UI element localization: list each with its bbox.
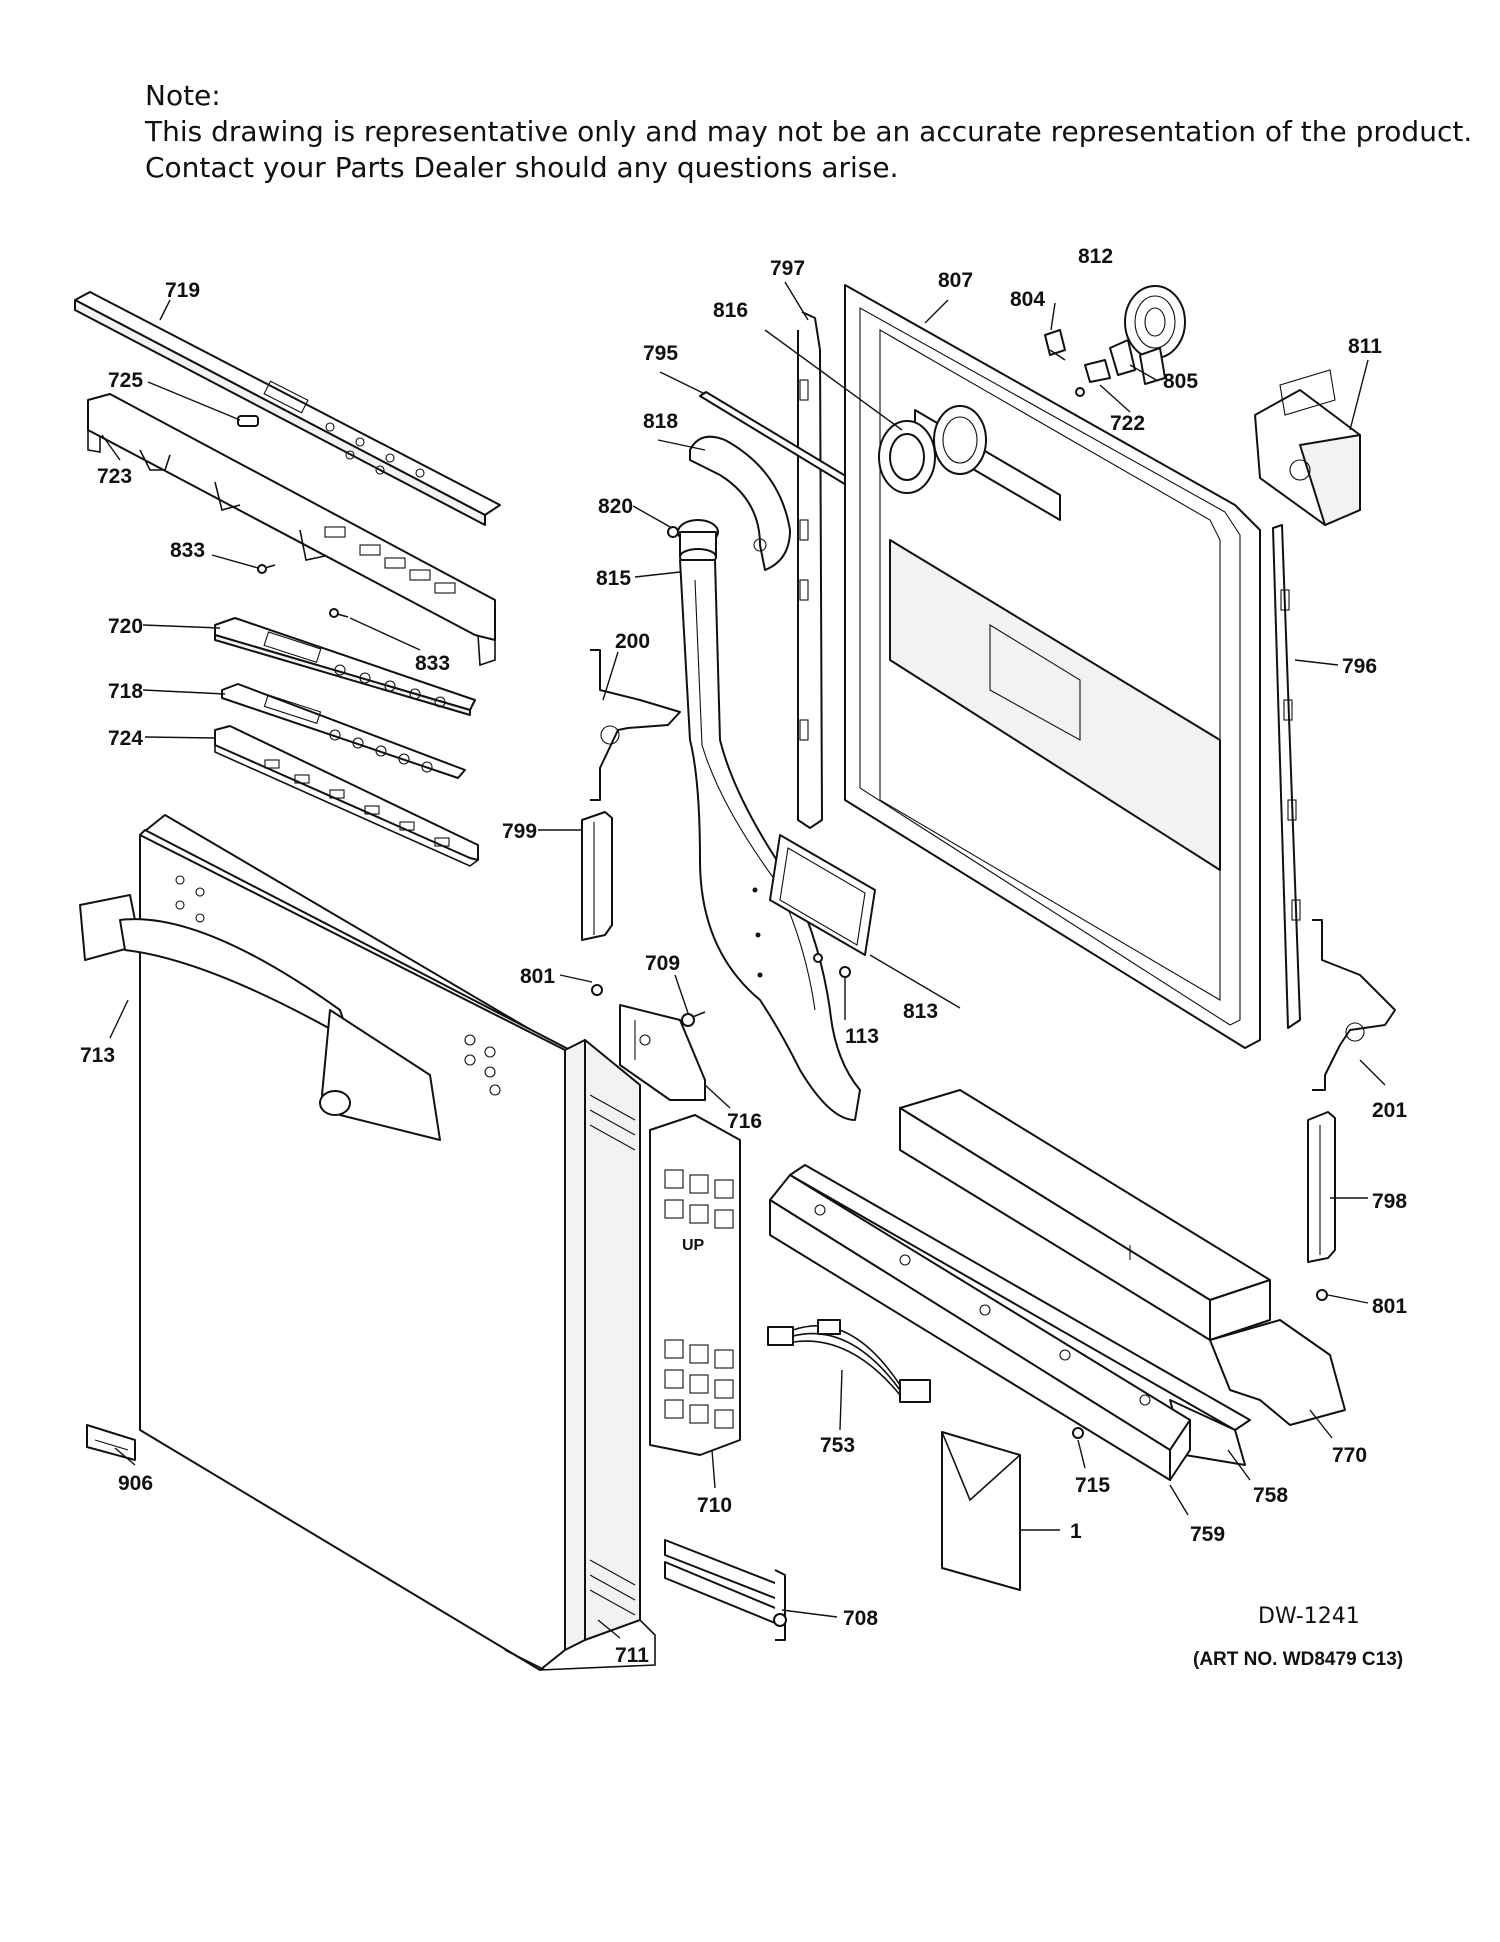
part-833-screw-a: [257, 564, 276, 574]
part-805-fan-bracket: [1109, 339, 1166, 385]
part-815-vent-channel: [679, 559, 861, 1121]
spacer-up-stamp: UP: [682, 1237, 705, 1254]
part-710-counterweight-spacer: [649, 1114, 741, 1456]
callout-759: 759: [1190, 1523, 1225, 1546]
callout-796: 796: [1342, 655, 1377, 678]
callout-798: 798: [1372, 1190, 1407, 1213]
callout-1: 1: [1070, 1520, 1082, 1543]
part-715-screw: [1072, 1427, 1084, 1439]
part-799-hinge-bracket: [581, 811, 613, 941]
art-number: (ART NO. WD8479 C13): [1193, 1649, 1403, 1670]
callout-720: 720: [108, 615, 143, 638]
callout-722: 722: [1110, 412, 1145, 435]
leader-lines: [101, 281, 1386, 1639]
part-711-outer-door-panel: [139, 814, 656, 1671]
callout-795: 795: [643, 342, 678, 365]
note-line-1: This drawing is representative only and …: [145, 115, 1473, 148]
part-709-screw: [681, 1011, 706, 1027]
part-811-dispenser: [1254, 369, 1361, 526]
part-723-control-panel-frame: [87, 393, 496, 667]
callout-816: 816: [713, 299, 748, 322]
part-722-bracket-and-screw: [1075, 359, 1111, 397]
part-798-hinge-bracket-right: [1307, 1111, 1336, 1263]
part-724-board-housing: [214, 725, 479, 867]
callout-811: 811: [1348, 335, 1382, 358]
callout-804: 804: [1010, 288, 1045, 311]
callout-716: 716: [727, 1110, 762, 1133]
callout-770: 770: [1332, 1444, 1367, 1467]
part-201-hinge-right: [1312, 919, 1396, 1091]
note-heading: Note:: [145, 79, 221, 112]
callout-801-right: 801: [1372, 1295, 1407, 1318]
callout-708: 708: [843, 1607, 878, 1630]
callout-labels: 719 725 723 833 833 720 718 724 713 906 …: [80, 245, 1407, 1667]
callout-805: 805: [1163, 370, 1198, 393]
part-801-screw-left: [591, 984, 603, 996]
part-804-vent-clip: [1044, 329, 1066, 361]
part-807-inner-door: [844, 284, 1261, 1049]
part-113-screw: [839, 966, 851, 978]
callout-833-upper: 833: [170, 539, 205, 562]
part-818-vent-duct: [689, 435, 791, 571]
diagram-reference-code: DW-1241: [1258, 1604, 1360, 1629]
part-801-screw-right: [1316, 1289, 1328, 1301]
callout-820: 820: [598, 495, 633, 518]
part-759-lower-trim: [769, 1174, 1191, 1481]
callout-715: 715: [1075, 1474, 1110, 1497]
part-816-vent-gasket: [878, 405, 987, 494]
callout-818: 818: [643, 410, 678, 433]
callout-833-lower: 833: [415, 652, 450, 675]
callout-813: 813: [903, 1000, 938, 1023]
part-753-wire-harness: [767, 1319, 931, 1403]
callout-718: 718: [108, 680, 143, 703]
part-716-hinge-plate: [619, 1004, 706, 1101]
callout-723: 723: [97, 465, 132, 488]
callout-710: 710: [697, 1494, 732, 1517]
callout-113: 113: [845, 1025, 879, 1048]
callout-753: 753: [820, 1434, 855, 1457]
callout-709: 709: [645, 952, 680, 975]
part-713-door-handle: [79, 894, 441, 1141]
part-820-vent-fan: [667, 519, 719, 566]
note-line-2: Contact your Parts Dealer should any que…: [145, 151, 899, 184]
part-813-vent-cover: [769, 834, 876, 963]
part-720-control-board: [214, 617, 476, 716]
part-906-badge: [86, 1424, 136, 1461]
part-719-control-panel-overlay: [74, 291, 501, 526]
callout-801-left: 801: [520, 965, 555, 988]
callout-799: 799: [502, 820, 537, 843]
part-796-door-gasket-right: [1272, 524, 1301, 1029]
callout-807: 807: [938, 269, 973, 292]
callout-713: 713: [80, 1044, 115, 1067]
part-1-literature-envelope: [941, 1431, 1021, 1591]
callout-906: 906: [118, 1472, 153, 1495]
part-812-fan-cover: [1124, 285, 1186, 359]
part-718-user-interface-board: [221, 683, 466, 779]
part-200-hinge-left: [590, 649, 681, 801]
part-797-door-gasket-left: [797, 311, 823, 829]
callout-201: 201: [1372, 1099, 1407, 1122]
part-770-insulation: [899, 1089, 1346, 1426]
callout-724: 724: [108, 727, 143, 750]
callout-200: 200: [615, 630, 650, 653]
part-708-hinge-link: [664, 1539, 787, 1641]
part-833-screw-b: [329, 608, 349, 618]
callout-797: 797: [770, 257, 805, 280]
part-725-button: [237, 415, 259, 427]
callout-758: 758: [1253, 1484, 1288, 1507]
callout-812: 812: [1078, 245, 1113, 268]
callout-815: 815: [596, 567, 631, 590]
callout-725: 725: [108, 369, 143, 392]
callout-719: 719: [165, 279, 200, 302]
callout-711: 711: [615, 1644, 649, 1667]
representation-note: Note: This drawing is representative onl…: [145, 78, 1472, 186]
